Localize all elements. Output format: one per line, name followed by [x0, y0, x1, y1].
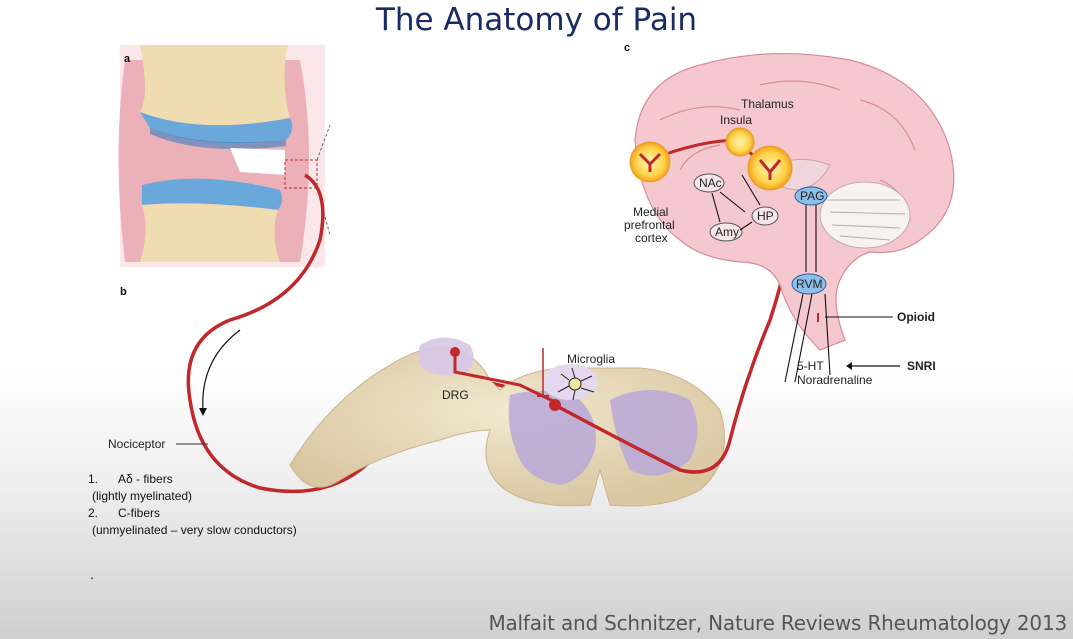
thalamus-neuron — [747, 145, 793, 191]
opioid-label: Opioid — [897, 310, 935, 324]
5ht-label: 5-HT — [797, 359, 824, 373]
insula-neuron — [725, 127, 755, 157]
nociceptor-label: Nociceptor — [108, 437, 165, 451]
modulation-arrows — [711, 174, 831, 383]
fiber-name: C-fibers — [118, 506, 161, 520]
insula-label: Insula — [720, 113, 752, 127]
snri-arrowhead — [846, 362, 852, 370]
medial-label: Medial — [633, 205, 668, 219]
drg-fiber — [453, 350, 556, 404]
bullet-dot: . — [90, 566, 94, 582]
fiber-name: Aδ - fibers — [118, 472, 173, 486]
spinal-cord — [289, 337, 725, 507]
drg-neuron-body — [450, 347, 460, 357]
hp-node — [751, 206, 779, 226]
prefrontal-label: prefrontal — [624, 218, 675, 232]
brain-illustration — [634, 53, 955, 351]
joint-illustration — [118, 45, 331, 267]
slide-title: The Anatomy of Pain — [375, 2, 698, 38]
thalamus-label: Thalamus — [741, 97, 794, 111]
pag-node — [794, 186, 828, 206]
conduction-arrow — [202, 329, 241, 411]
fiber-detail: (lightly myelinated) — [92, 489, 193, 503]
rvm-node — [791, 273, 827, 295]
amy-label: Amy — [715, 225, 739, 239]
list-number: 2. — [88, 506, 99, 520]
dorsal-horn-synapse — [549, 399, 561, 411]
amy-node — [709, 222, 743, 242]
pag-label: PAG — [800, 189, 824, 203]
fiber-detail: (unmyelinated – very slow conductors) — [92, 523, 297, 537]
nac-node — [693, 173, 725, 193]
fiber-type-list: 1. Aδ - fibers (lightly myelinated) 2. C… — [88, 471, 297, 539]
microglia-cell — [557, 367, 595, 401]
citation: Malfait and Schnitzer, Nature Reviews Rh… — [488, 611, 1067, 635]
hp-label: HP — [757, 209, 774, 223]
panel-a-label: a — [124, 53, 131, 65]
mpfc-neuron-core — [638, 152, 662, 172]
drg-label: DRG — [442, 388, 469, 402]
noradrenaline-label: Noradrenaline — [797, 373, 873, 387]
conduction-arrowhead — [199, 408, 207, 416]
rvm-label: RVM — [796, 277, 822, 291]
cortex-label: cortex — [635, 231, 668, 245]
snri-label: SNRI — [907, 359, 936, 373]
microglia-label: Microglia — [567, 352, 615, 366]
list-item: 2. C-fibers — [88, 505, 297, 522]
thalamus-neuron-core — [758, 159, 782, 180]
nac-label: NAc — [699, 176, 722, 190]
list-number: 1. — [88, 472, 99, 486]
list-item: 1. Aδ - fibers — [88, 471, 297, 488]
panel-b-label: b — [120, 286, 127, 298]
panel-c-label: c — [624, 42, 630, 54]
